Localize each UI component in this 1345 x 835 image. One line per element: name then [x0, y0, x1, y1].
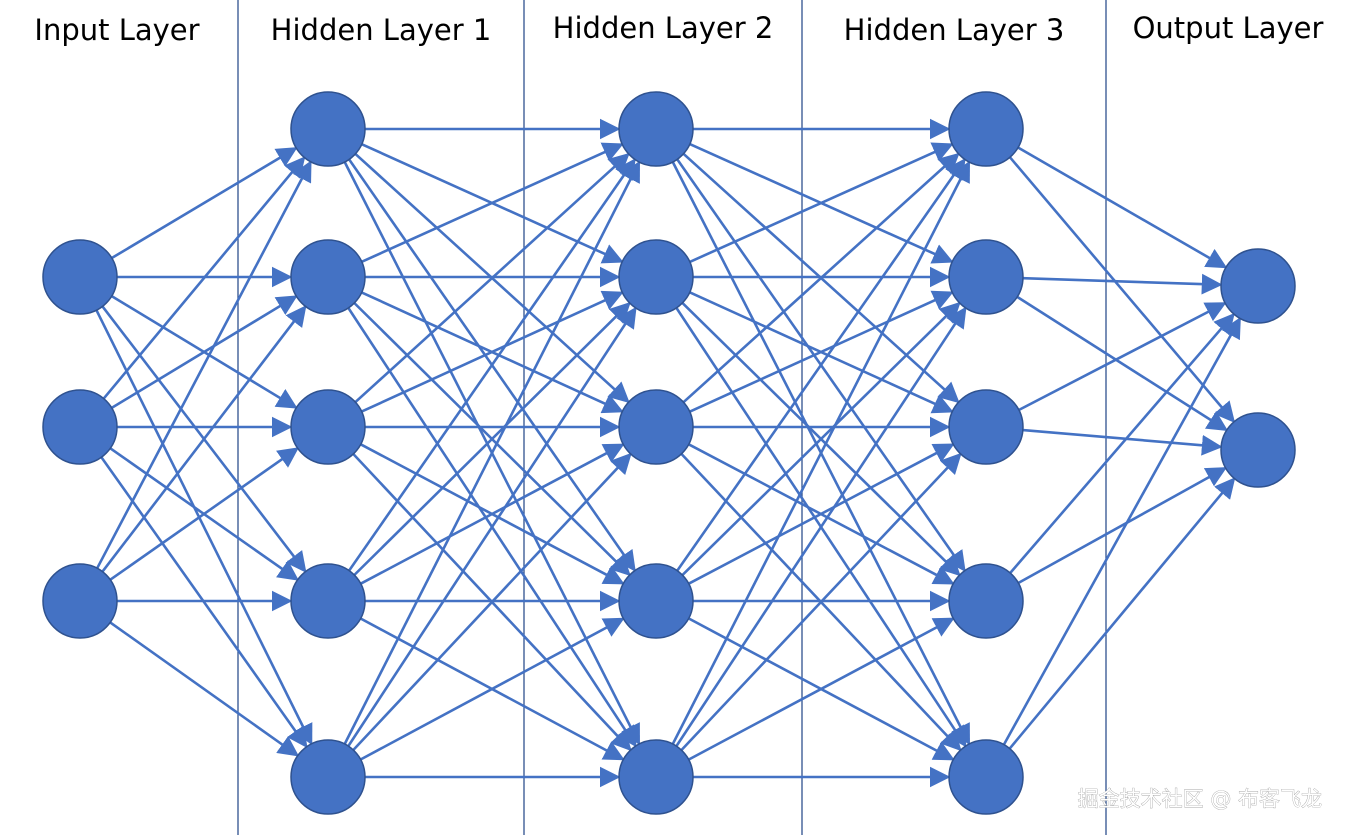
neuron-node — [42, 239, 118, 315]
neuron-node — [618, 739, 694, 815]
layer-title-output: Output Layer — [1133, 11, 1324, 45]
layer-title-hidden-3: Hidden Layer 3 — [844, 13, 1065, 47]
connection-arrow — [675, 306, 967, 747]
connection-arrow — [689, 142, 954, 264]
connection-arrow — [348, 158, 636, 572]
neuron-node — [290, 389, 366, 465]
neuron-node — [42, 563, 118, 639]
connection-arrow — [1022, 428, 1223, 456]
neuron-node — [948, 389, 1024, 465]
connection-arrow — [1017, 146, 1228, 269]
neuron-node — [948, 239, 1024, 315]
layer-title-input: Input Layer — [34, 13, 199, 47]
layer-title-hidden-1: Hidden Layer 1 — [271, 13, 492, 47]
connection-arrow — [682, 152, 960, 404]
connection-arrow — [1009, 312, 1235, 574]
connection-arrow — [1017, 467, 1228, 585]
neurons — [42, 91, 1296, 815]
neuron-node — [290, 739, 366, 815]
connection-arrow — [109, 621, 300, 757]
neuron-node — [618, 91, 694, 167]
neuron-node — [1220, 248, 1296, 324]
connection-arrow — [96, 160, 312, 569]
connection-arrow — [111, 295, 298, 410]
connections — [95, 118, 1241, 788]
neuron-node — [948, 563, 1024, 639]
neuron-node — [948, 91, 1024, 167]
neuron-node — [618, 563, 694, 639]
layer-titles: Input Layer Hidden Layer 1 Hidden Layer … — [34, 11, 1323, 47]
connection-arrow — [359, 617, 625, 761]
layer-title-hidden-2: Hidden Layer 2 — [553, 11, 774, 45]
watermark-text: 掘金技术社区 @ 布客飞龙 — [1078, 787, 1322, 811]
connection-arrow — [102, 156, 306, 400]
connection-arrow — [111, 147, 298, 260]
connection-arrow — [361, 142, 624, 263]
connection-arrow — [1022, 273, 1223, 295]
connection-arrow — [352, 452, 632, 751]
connection-arrow — [347, 306, 637, 747]
connection-arrow — [1008, 156, 1236, 423]
neuron-node — [618, 389, 694, 465]
connection-arrow — [1016, 295, 1229, 431]
connection-arrow — [671, 160, 970, 745]
neuron-node — [1220, 412, 1296, 488]
connection-arrow — [676, 157, 966, 572]
connection-arrow — [353, 301, 631, 576]
connection-arrow — [343, 160, 640, 745]
neuron-node — [618, 239, 694, 315]
connection-arrow — [101, 305, 307, 573]
connection-arrow — [354, 152, 630, 404]
connection-arrow — [109, 447, 300, 581]
connection-arrow — [687, 617, 955, 761]
neuron-node — [290, 91, 366, 167]
neuron-node — [290, 563, 366, 639]
connection-arrow — [95, 309, 313, 746]
connection-arrow — [1018, 302, 1227, 412]
neuron-node — [948, 739, 1024, 815]
connection-arrow — [360, 443, 625, 585]
connection-arrow — [1008, 477, 1236, 750]
connection-arrow — [680, 452, 962, 751]
connection-arrow — [361, 290, 624, 413]
neuron-node — [42, 389, 118, 465]
neuron-node — [290, 239, 366, 315]
connection-arrow — [1002, 316, 1241, 746]
connection-arrow — [689, 290, 954, 413]
connection-arrow — [688, 443, 955, 585]
connection-arrow — [681, 301, 961, 577]
